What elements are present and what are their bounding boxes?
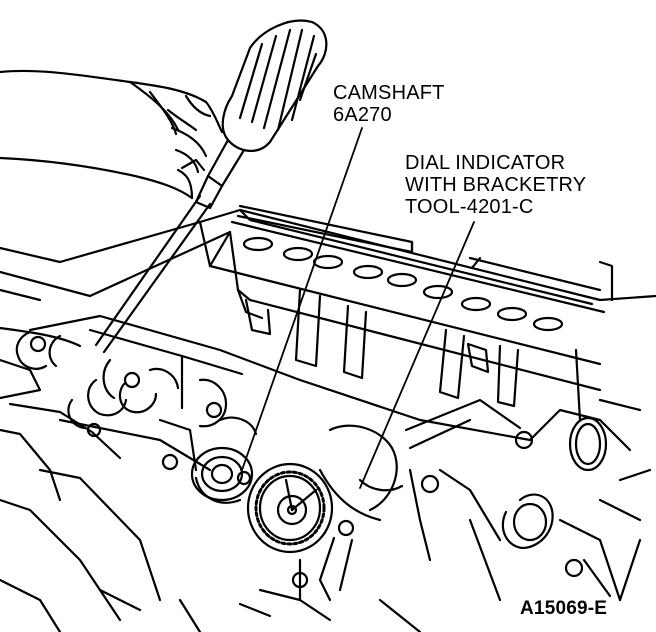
dial-indicator-label-line-1: DIAL INDICATOR [405, 152, 566, 174]
lower-details [0, 538, 642, 632]
dial-indicator-label-tool-number: TOOL-4201-C [405, 196, 534, 218]
camshaft-hub [190, 446, 254, 504]
leader-lines [241, 127, 475, 489]
dial-indicator-leader-line [359, 221, 475, 489]
camshaft-leader-line [241, 127, 363, 471]
figure-reference-code: A15069-E [520, 598, 608, 619]
head-ribs [236, 288, 582, 422]
valve-ports [242, 236, 564, 332]
dial-indicator-label: DIAL INDICATOR WITH BRACKETRY TOOL-4201-… [405, 152, 586, 218]
dial-indicator-bracket [238, 398, 522, 622]
camshaft-label: CAMSHAFT 6A270 [333, 82, 445, 126]
dial-indicator-label-line-2: WITH BRACKETRY [405, 174, 587, 196]
timing-gear [246, 462, 334, 554]
cylinder-head [0, 204, 656, 392]
screwdriver-tool [94, 19, 328, 354]
camshaft-label-name: CAMSHAFT [333, 82, 445, 104]
engine-block-front [0, 314, 532, 622]
camshaft-label-part-number: 6A270 [333, 104, 392, 126]
bolts [29, 335, 584, 589]
technician-arm [0, 69, 224, 200]
right-side-housing [468, 398, 652, 602]
